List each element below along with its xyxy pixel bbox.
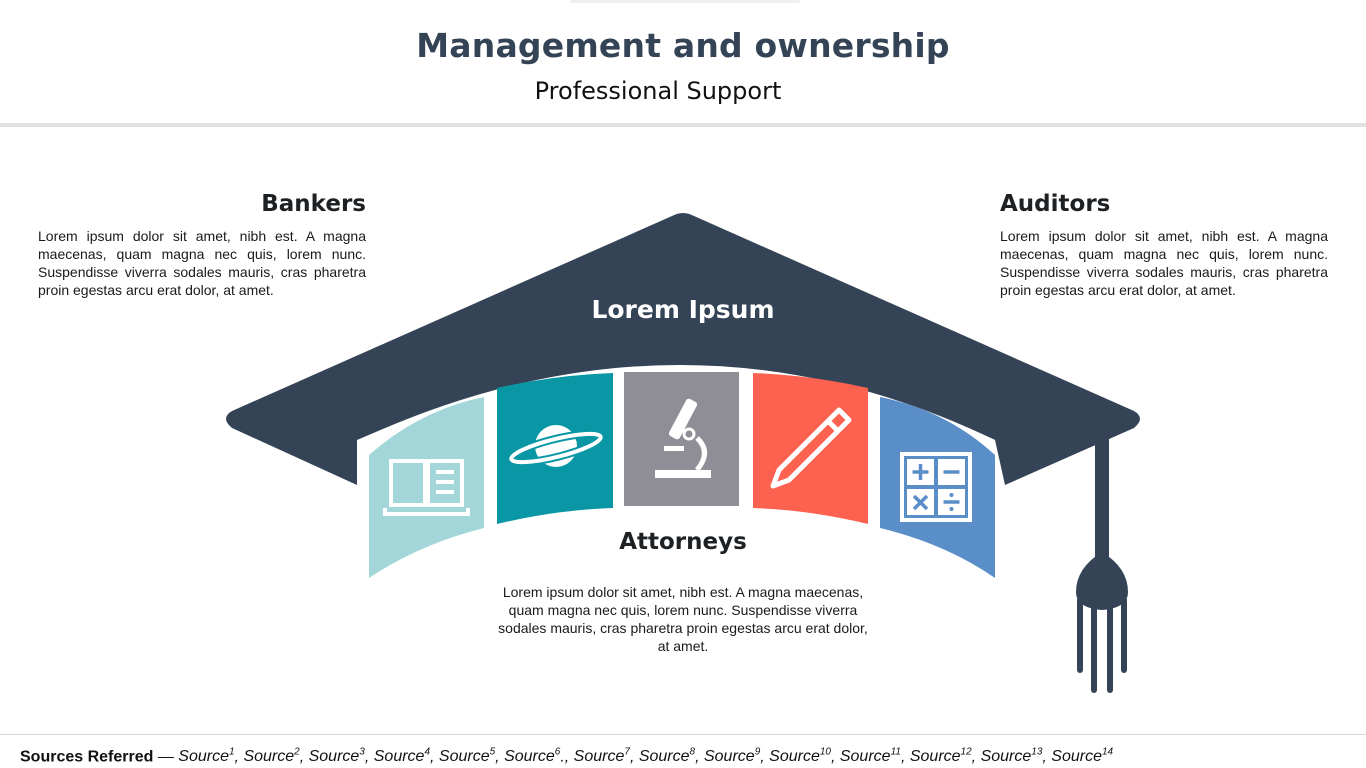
source-item: Source8 [638,747,696,766]
source-number: 3 [359,747,365,758]
source-number: 5 [489,747,496,758]
source-separator: , [299,748,309,766]
source-separator: ., [560,748,574,766]
source-item: Source11 [839,747,901,766]
source-separator: , [695,748,704,766]
source-item: Source13 [980,747,1043,766]
source-item: Source3 [308,747,365,766]
sources-footer: Sources Referred — Source1, Source2, Sou… [20,747,1113,766]
calculator-icon [900,452,972,522]
auditors-body: Lorem ipsum dolor sit amet, nibh est. A … [1000,228,1328,298]
source-separator: , [760,748,770,766]
auditors-heading: Auditors [1000,191,1111,217]
source-number: 9 [754,747,761,758]
source-item: Source2 [243,747,300,766]
tile-calculator [880,397,995,578]
tassel-strands [1077,597,1127,693]
source-number: 10 [819,747,831,758]
header-shadow [570,0,800,3]
source-number: 13 [1031,747,1043,758]
cap-board [226,213,1140,485]
source-number: 12 [960,747,972,758]
source-item: Source5 [438,747,496,766]
tile-microscope [624,372,739,506]
source-number: 7 [624,747,630,758]
book-icon [383,459,470,516]
source-item: Source6 [504,747,561,766]
footer-divider [0,734,1366,735]
page-subtitle: Professional Support [534,77,782,105]
source-separator: , [629,748,639,766]
source-number: 4 [424,747,431,758]
pencil-icon [770,407,852,489]
source-separator: , [495,748,505,766]
source-separator: , [430,748,439,766]
bankers-block: Bankers Lorem ipsum dolor sit amet, nibh… [38,191,366,299]
source-number: 2 [294,747,300,758]
source-item: Source7 [573,747,630,766]
sources-dash: — [153,748,179,766]
attorneys-block: Attorneys Lorem ipsum dolor sit amet, ni… [496,529,870,655]
source-number: 6 [554,747,561,758]
cap-label: Lorem Ipsum [591,295,774,324]
source-item: Source10 [769,747,831,766]
planet-icon [507,425,605,467]
tassel-head [1076,552,1128,610]
bankers-body: Lorem ipsum dolor sit amet, nibh est. A … [38,228,366,298]
source-separator: , [234,748,244,766]
microscope-icon [655,398,711,478]
source-number: 1 [228,747,235,758]
auditors-block: Auditors Lorem ipsum dolor sit amet, nib… [1000,191,1328,299]
header-divider [0,123,1366,127]
attorneys-body: Lorem ipsum dolor sit amet, nibh est. A … [498,584,868,654]
source-number: 14 [1101,747,1114,758]
source-separator: , [830,748,840,766]
source-item: Source12 [909,747,972,766]
source-separator: , [1042,748,1052,766]
attorneys-heading: Attorneys [619,529,747,555]
source-number: 11 [890,747,901,758]
source-separator: , [364,748,374,766]
bankers-heading: Bankers [261,191,366,217]
source-item: Source1 [178,747,235,766]
page-title: Management and ownership [416,26,950,65]
sources-label: Sources Referred [20,748,154,766]
source-item: Source14 [1051,747,1114,766]
source-item: Source9 [703,747,761,766]
tile-pencil [753,373,868,524]
tassel-cord [1095,426,1109,566]
source-list: Source1, Source2, Source3, Source4, Sour… [178,747,1114,766]
source-separator: , [971,748,981,766]
source-separator: , [900,748,910,766]
source-number: 8 [689,747,696,758]
source-item: Source4 [373,747,431,766]
